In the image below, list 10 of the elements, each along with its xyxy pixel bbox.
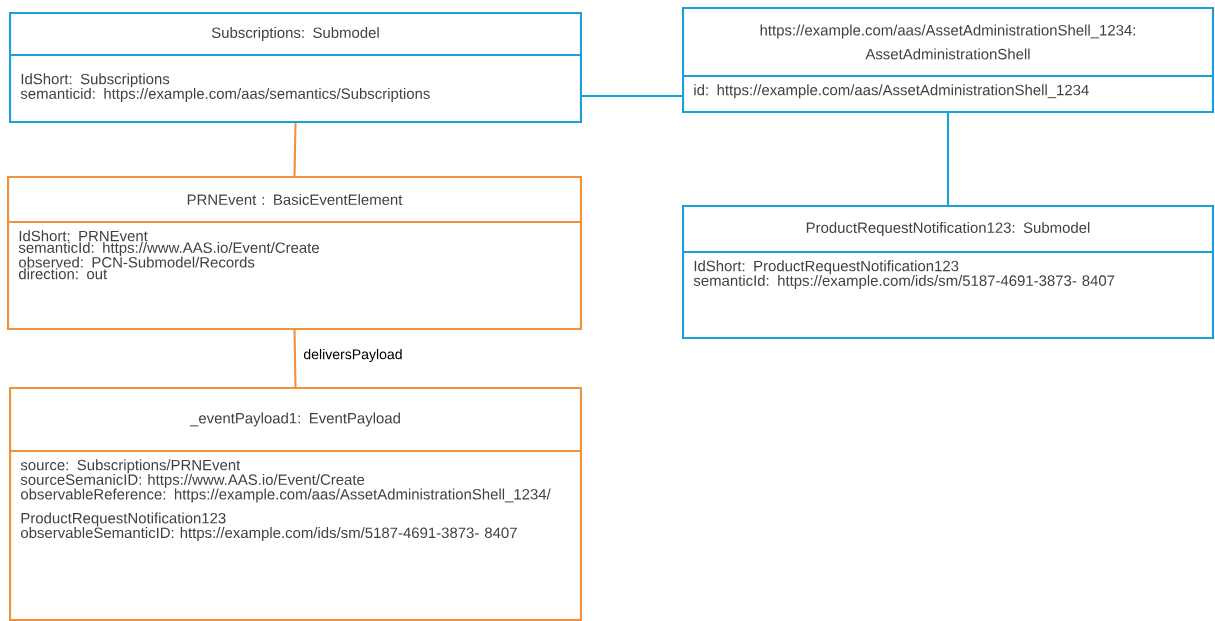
object-box: Subscriptions: Submodel IdShort: Subscriptions semanticid: https://example.com/aas/semantics/Subscriptions — [9, 11, 582, 124]
edge-label: deliversPayload — [303, 348, 402, 363]
connector-line — [293, 123, 297, 176]
object-box: _eventPayload1: EventPayload source: Subscriptions/PRNEvent sourceSemanicID: https://www.AAS.io/Event/Create observableReference: https://example.com/aas/AssetAdministrationShell_1234/ ProductRequestNotification123 observableSemanticID: https://example.com/ids/sm/5187-4691-3873- 8407 — [9, 386, 582, 621]
connector-line — [582, 94, 682, 98]
object-box: PRNEvent : BasicEventElement IdShort: PRNEvent semanticId: https://www.AAS.io/Event/Create observed: PCN-Submodel/Records direction: out — [7, 175, 582, 331]
object-box: https://example.com/aas/AssetAdministrationShell_1234: AssetAdministrationShell id: https://example.com/aas/AssetAdministrationShell_1234 — [682, 6, 1214, 114]
connector-line — [946, 113, 950, 205]
object-box: ProductRequestNotification123: Submodel IdShort: ProductRequestNotification123 semanticId: https://example.com/ids/sm/5187-4691-3873- 8407 — [682, 204, 1214, 340]
connector-line — [293, 330, 297, 387]
